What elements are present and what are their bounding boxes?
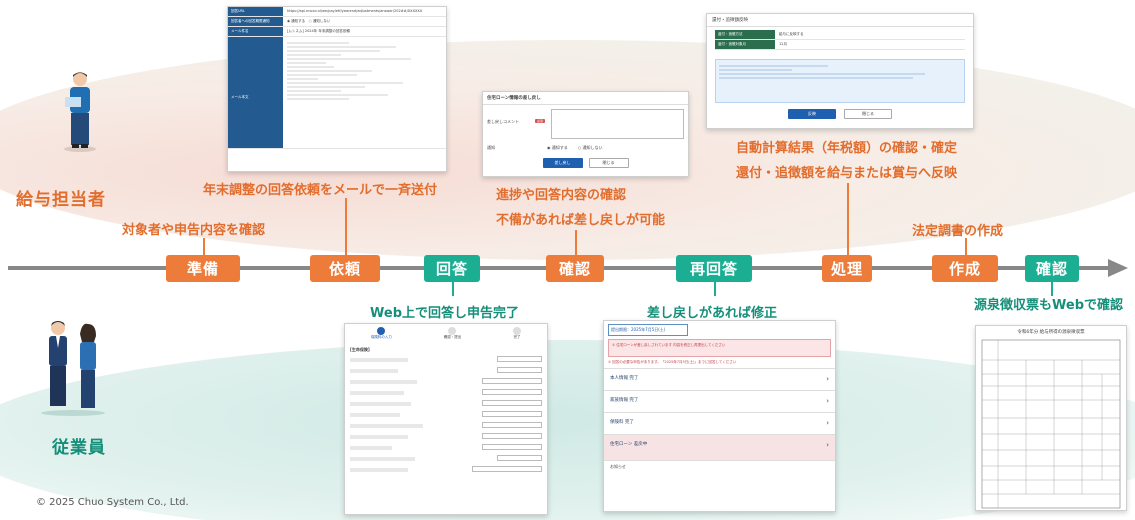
slip-title: 令和6年分 給与所得の源泉徴収票 xyxy=(1017,330,1085,335)
step-answer: 回答 xyxy=(424,255,480,282)
refund-method: 給与に反映する xyxy=(779,32,804,36)
refund-info-box xyxy=(715,59,965,103)
required-badge: 必須 xyxy=(535,119,546,123)
admin-role-label: 給与担当者 xyxy=(16,190,106,210)
progress-step: 保険料の入力 xyxy=(370,335,392,339)
caption-confirm-1: 進捗や回答内容の確認 xyxy=(496,188,627,203)
mail-label: メール件名 xyxy=(228,27,283,36)
chevron-right-icon: › xyxy=(826,397,829,405)
connector-confirm xyxy=(575,230,577,256)
comment-textarea[interactable] xyxy=(551,109,684,139)
step-final-confirm: 確認 xyxy=(1025,255,1079,282)
notify-option-yes[interactable]: ◉ 通知する xyxy=(547,145,568,150)
list-item[interactable]: 本人情報 完了 xyxy=(610,376,639,381)
copyright-text: © 2025 Chuo System Co., Ltd. xyxy=(36,497,189,508)
step-process: 処理 xyxy=(822,255,872,282)
employee-role-label: 従業員 xyxy=(52,438,106,458)
step-confirm: 確認 xyxy=(546,255,604,282)
list-item[interactable]: 住宅ローン 差戻中 xyxy=(610,442,648,447)
chevron-right-icon: › xyxy=(826,441,829,449)
dialog-notify-label: 通知 xyxy=(487,145,495,150)
connector-process xyxy=(847,183,849,256)
employee-background-band xyxy=(0,340,1135,520)
connector-create xyxy=(965,238,967,256)
caption-create: 法定調書の作成 xyxy=(912,224,1004,239)
admin-person-icon xyxy=(60,70,100,152)
mail-label: メール本文 xyxy=(228,37,283,148)
caption-confirm-2: 不備があれば差し戻しが可能 xyxy=(496,213,666,228)
mail-label: 回答URL xyxy=(228,7,283,16)
sendback-alert: ① 住宅ローンが差し戻しされています 内容を修正し再提出してください xyxy=(608,339,831,357)
caption-answer: Web上で回答し申告完了 xyxy=(370,306,519,321)
step-request: 依頼 xyxy=(310,255,380,282)
send-back-button[interactable]: 差し戻し xyxy=(542,158,583,168)
dialog-title: 住宅ローン情報の差し戻し xyxy=(483,92,688,105)
connector-answer xyxy=(452,282,454,296)
caption-prepare: 対象者や申告内容を確認 xyxy=(122,223,266,238)
chevron-right-icon: › xyxy=(826,419,829,427)
refund-label: 還付・追徴対象月 xyxy=(715,40,775,49)
withholding-slip-screenshot: 令和6年分 給与所得の源泉徴収票 xyxy=(975,325,1127,511)
close-button[interactable]: 閉じる xyxy=(844,109,892,119)
connector-request xyxy=(345,198,347,256)
chevron-right-icon: › xyxy=(826,375,829,383)
caption-process-2: 還付・追徴額を給与または賞与へ反映 xyxy=(736,166,958,181)
caption-final-confirm: 源泉徴収票もWebで確認 xyxy=(974,298,1123,313)
mail-body-lines xyxy=(283,37,446,148)
caption-request: 年末調整の回答依頼をメールで一斉送付 xyxy=(203,183,438,198)
dialog-comment-label: 差し戻しコメント xyxy=(487,119,519,124)
form-section-title: [生命保険] xyxy=(350,347,370,352)
connector-reanswer xyxy=(714,282,716,296)
notice-header: お知らせ xyxy=(604,460,835,473)
deadline-notice: ① 回答の必要な申告があります。「2025年7月5日(土)」までに回答してくださ… xyxy=(608,360,737,364)
refund-reflect-screenshot: 還付・追徴額反映 還付・追徴方法給与に反映する 還付・追徴対象月 12月 反映 閉… xyxy=(706,13,974,129)
timeline-arrowhead xyxy=(1108,259,1128,277)
reflect-button[interactable]: 反映 xyxy=(788,109,836,119)
list-item[interactable]: 保険料 完了 xyxy=(610,420,634,425)
reanswer-list-screenshot: 提出期限：2025年7月5日(土) ① 住宅ローンが差し戻しされています 内容を… xyxy=(603,320,836,512)
refund-label: 還付・追徴方法 xyxy=(715,30,775,39)
refund-title: 還付・追徴額反映 xyxy=(707,14,973,27)
deadline-label: 提出期限：2025年7月5日(土) xyxy=(608,324,688,336)
list-item[interactable]: 家族情報 完了 xyxy=(610,398,639,403)
caption-reanswer: 差し戻しがあれば修正 xyxy=(647,306,778,321)
notify-option-no[interactable]: ○ 通知しない xyxy=(577,145,603,150)
step-prepare: 準備 xyxy=(166,255,240,282)
mail-setting: ◉ 通知する ○ 通知しない xyxy=(287,19,331,23)
slip-form-grid xyxy=(981,339,1121,509)
mail-url: https://api.nnoco.nl/we/pay/etf/yearend/… xyxy=(287,9,423,13)
send-back-dialog-screenshot: 住宅ローン情報の差し戻し 差し戻しコメント 必須 通知 ◉ 通知する ○ 通知し… xyxy=(482,91,689,177)
mail-subject: [ムシスム] 2024年 年末調整の回答依頼 xyxy=(287,29,350,33)
step-reanswer: 再回答 xyxy=(676,255,752,282)
progress-step: 完了 xyxy=(513,335,521,339)
answer-form-screenshot: 保険料の入力 確認・提出 完了 [生命保険] xyxy=(344,323,548,515)
close-button[interactable]: 閉じる xyxy=(588,158,629,168)
email-request-screenshot: 回答URL https://api.nnoco.nl/we/pay/etf/yea… xyxy=(227,6,447,172)
employees-people-icon xyxy=(38,318,108,416)
mail-label: 回答者への回答期限通知 xyxy=(228,17,283,26)
caption-process-1: 自動計算結果（年税額）の確認・確定 xyxy=(736,141,958,156)
refund-month: 12月 xyxy=(779,42,787,46)
progress-step: 確認・提出 xyxy=(443,335,462,339)
connector-prepare xyxy=(203,238,205,256)
connector-final-confirm xyxy=(1051,282,1053,296)
step-create: 作成 xyxy=(932,255,998,282)
